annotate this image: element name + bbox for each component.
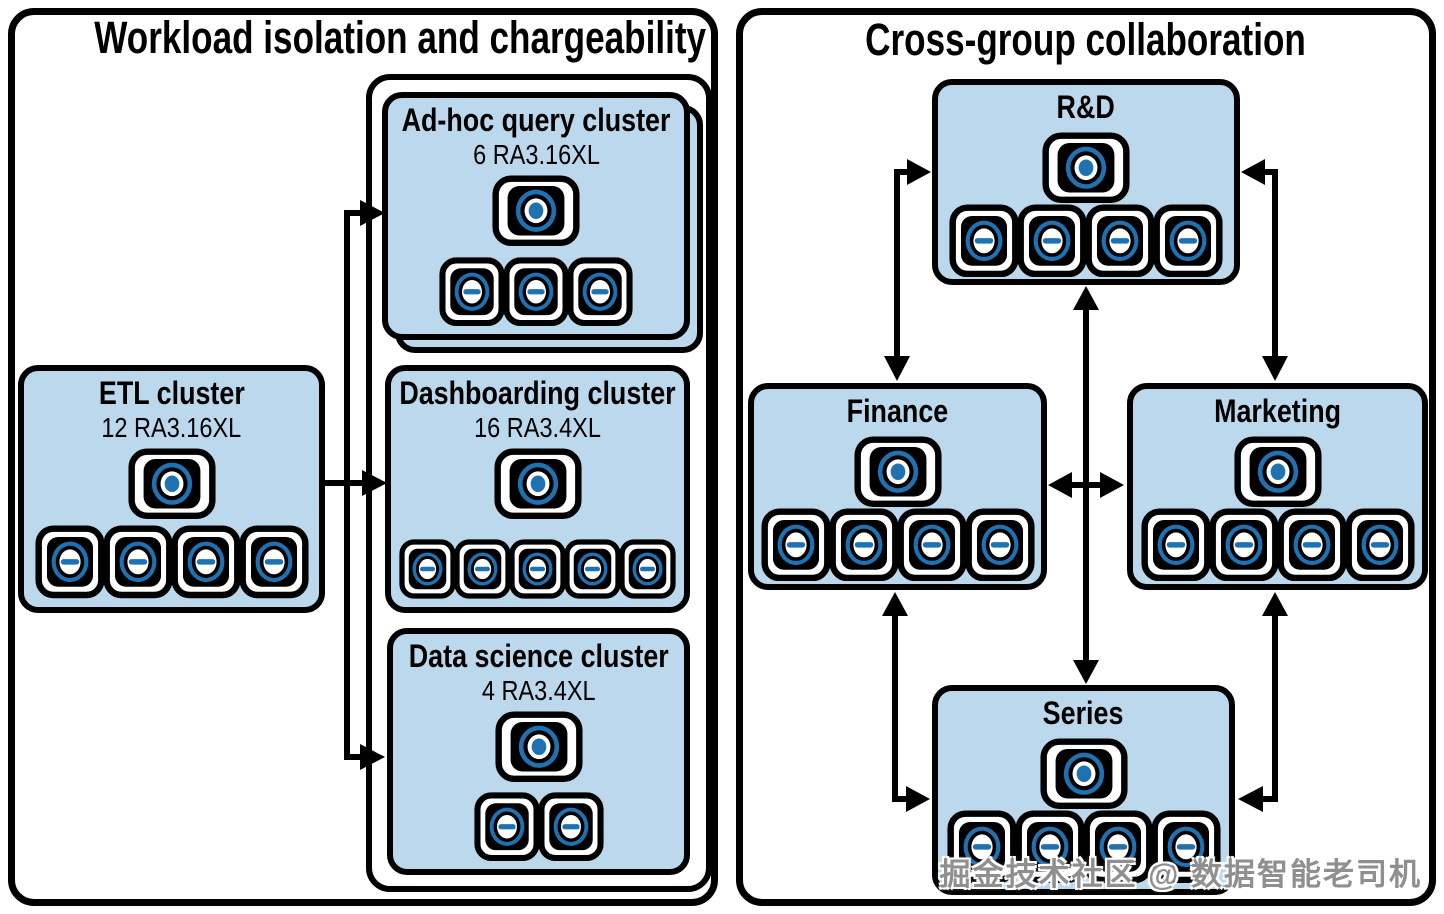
compute-node-icon — [1014, 809, 1085, 883]
series-group-box: Series — [932, 685, 1235, 895]
compute-node-icon — [1153, 203, 1223, 277]
cluster-title: Data science cluster — [408, 638, 669, 674]
rd-group-box: R&D — [932, 79, 1240, 285]
leader-node-icon — [1039, 738, 1128, 810]
compute-node-icon — [102, 525, 173, 599]
cluster-subtitle: 16 RA3.4XL — [474, 412, 601, 443]
group-title: R&D — [1056, 89, 1116, 125]
cluster-title: Dashboarding cluster — [399, 375, 676, 411]
compute-node-icon — [34, 525, 105, 599]
group-title: Marketing — [1214, 393, 1341, 429]
compute-node-icon — [1140, 507, 1211, 581]
leader-node-icon — [492, 175, 580, 247]
cluster-subtitle: 12 RA3.16XL — [101, 412, 242, 443]
group-title: Finance — [846, 393, 949, 429]
leader-node-icon — [853, 436, 942, 508]
leader-node-icon — [1233, 436, 1322, 508]
compute-node-icon — [1017, 203, 1087, 277]
compute-node-icon — [896, 507, 967, 581]
finance-group-box: Finance — [748, 383, 1047, 590]
leader-node-icon — [493, 448, 582, 520]
dashboarding-cluster-box: Dashboarding cluster 16 RA3.4XL — [385, 365, 690, 613]
leader-node-icon — [127, 448, 216, 520]
compute-node-icon — [537, 791, 604, 861]
marketing-group-box: Marketing — [1127, 383, 1428, 590]
compute-node-icon — [949, 203, 1019, 277]
leader-node-icon — [492, 175, 580, 247]
compute-node-icon — [473, 791, 540, 861]
group-title: Series — [1043, 695, 1124, 731]
compute-node-row — [399, 539, 676, 599]
compute-node-row — [949, 203, 1223, 278]
cluster-title: Ad-hoc query cluster — [401, 102, 671, 138]
compute-node-icon — [1082, 809, 1153, 883]
datascience-cluster-box: Data science cluster 4 RA3.4XL — [387, 628, 690, 875]
compute-node-icon — [760, 507, 831, 581]
compute-node-icon — [454, 539, 511, 599]
compute-node-row — [439, 256, 633, 326]
cluster-subtitle: 6 RA3.16XL — [472, 139, 600, 170]
leader-node-icon — [494, 711, 583, 783]
compute-node-icon — [1208, 507, 1279, 581]
compute-node-row — [946, 809, 1221, 884]
compute-node-row — [760, 507, 1035, 582]
compute-node-icon — [399, 539, 456, 599]
leader-node-icon — [1042, 132, 1130, 204]
leader-node-icon — [1039, 738, 1128, 810]
compute-node-icon — [238, 525, 309, 599]
leader-node-icon — [1042, 132, 1130, 204]
compute-node-icon — [1085, 203, 1155, 277]
leader-node-icon — [1233, 436, 1322, 508]
watermark-text: 掘金技术社区 @ 数据智能老司机 — [939, 857, 1422, 892]
compute-node-icon — [509, 539, 566, 599]
compute-node-row — [34, 525, 309, 599]
compute-node-icon — [567, 256, 633, 326]
cluster-title: ETL cluster — [98, 375, 245, 411]
leader-node-icon — [494, 711, 583, 783]
compute-node-icon — [1276, 507, 1347, 581]
leader-node-icon — [493, 448, 582, 520]
compute-node-icon — [946, 809, 1017, 883]
compute-node-icon — [964, 507, 1035, 581]
compute-node-icon — [503, 256, 569, 326]
leader-node-icon — [127, 448, 216, 520]
compute-node-icon — [619, 539, 676, 599]
compute-node-icon — [1344, 507, 1415, 581]
compute-node-icon — [828, 507, 899, 581]
adhoc-cluster-box: Ad-hoc query cluster 6 RA3.16XL — [382, 92, 690, 340]
left-panel-title: Workload isolation and chargeability — [94, 12, 707, 63]
etl-cluster-box: ETL cluster 12 RA3.16XL — [18, 365, 325, 613]
compute-node-row — [1140, 507, 1415, 582]
compute-node-row — [473, 791, 604, 861]
compute-node-icon — [564, 539, 621, 599]
right-panel-title: Cross-group collaboration — [865, 14, 1307, 65]
compute-node-icon — [170, 525, 241, 599]
compute-node-icon — [439, 256, 505, 326]
compute-node-icon — [1150, 809, 1221, 883]
leader-node-icon — [853, 436, 942, 508]
cluster-subtitle: 4 RA3.4XL — [481, 675, 596, 706]
